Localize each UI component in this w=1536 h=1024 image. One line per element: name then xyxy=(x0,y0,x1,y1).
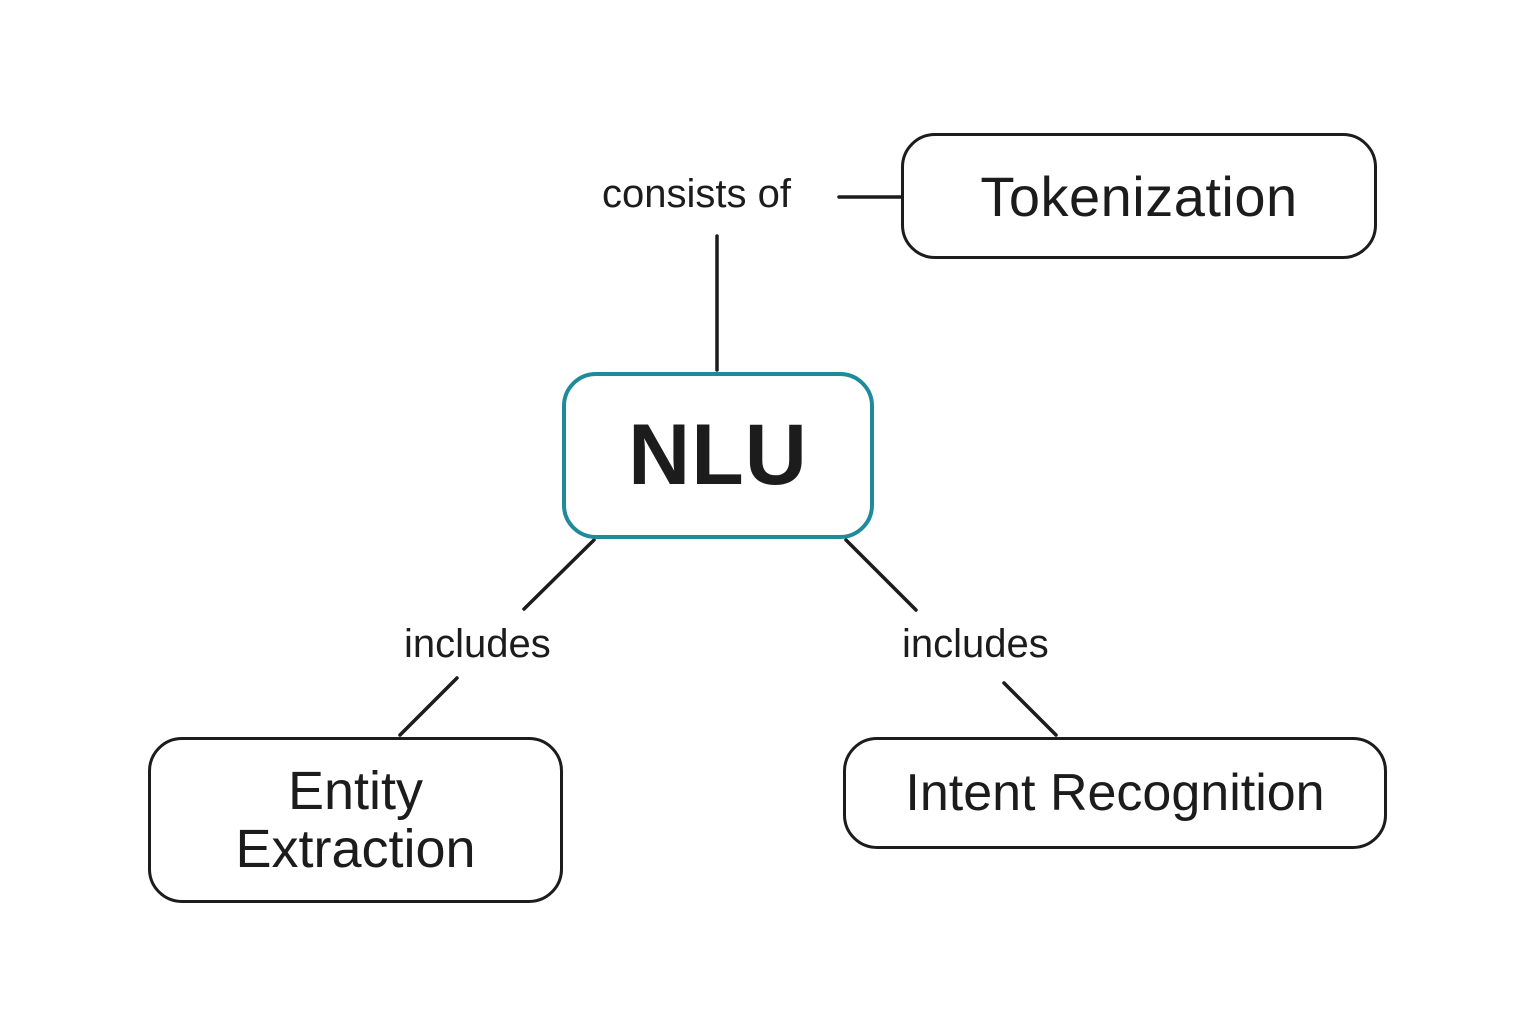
node-intent-label: Intent Recognition xyxy=(905,764,1325,822)
node-entity-label-line2: Extraction xyxy=(235,819,476,879)
node-entity-extraction: Entity Extraction xyxy=(148,737,563,903)
edge-label-includes-entity: includes xyxy=(404,622,551,666)
edge-label-includes-intent: includes xyxy=(902,622,1049,666)
connector-nlu-to-left-includes xyxy=(522,538,596,611)
node-nlu-label: NLU xyxy=(628,407,808,503)
node-nlu: NLU xyxy=(562,372,874,539)
edge-label-consists-of: consists of xyxy=(602,172,791,216)
connector-right-includes-to-intent xyxy=(1002,681,1058,737)
node-entity-label-line1: Entity xyxy=(287,761,424,821)
node-intent-recognition: Intent Recognition xyxy=(843,737,1387,849)
node-tokenization: Tokenization xyxy=(901,133,1377,259)
node-tokenization-label: Tokenization xyxy=(980,164,1298,228)
connector-left-includes-to-entity xyxy=(398,676,459,737)
connector-nlu-to-right-includes xyxy=(844,538,918,612)
